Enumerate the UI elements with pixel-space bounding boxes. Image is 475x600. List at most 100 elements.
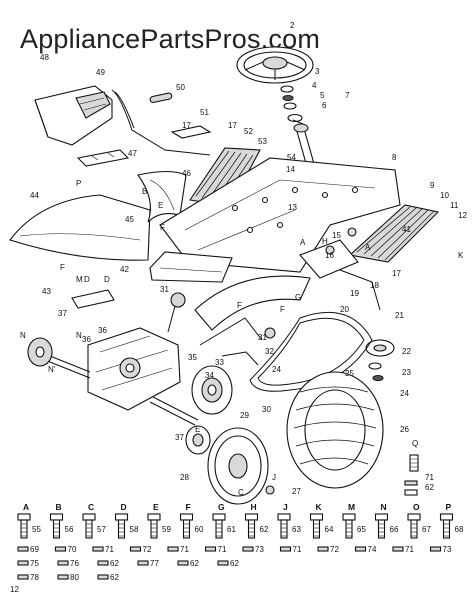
- hardware-number: 59: [162, 525, 171, 534]
- bolt-27: [265, 485, 275, 495]
- svg-text:E: E: [158, 201, 163, 210]
- nut-shape: [167, 546, 179, 552]
- nut-shape: [242, 546, 254, 552]
- steering-wheel: [236, 46, 314, 84]
- svg-text:26: 26: [400, 425, 409, 434]
- svg-text:C: C: [238, 488, 244, 497]
- bolt-head: [244, 513, 259, 521]
- svg-text:30: 30: [262, 405, 271, 414]
- pedal-right: [348, 204, 440, 263]
- svg-text:Q: Q: [412, 439, 418, 448]
- svg-text:24: 24: [400, 389, 409, 398]
- nut-shape: [57, 574, 69, 580]
- svg-text:62: 62: [425, 483, 434, 492]
- hardware-item-p: P68: [439, 502, 464, 539]
- bolt-head: [212, 513, 226, 521]
- bolt-head: [179, 513, 194, 521]
- svg-text:G: G: [295, 293, 301, 302]
- hardware-extra-number: 71: [293, 545, 302, 554]
- hardware-extra-number: 77: [150, 559, 159, 568]
- svg-text:4: 4: [312, 81, 317, 90]
- hardware-extra-number: 71: [180, 545, 189, 554]
- hardware-letter: G: [218, 502, 225, 512]
- hardware-extra-number: 72: [330, 545, 339, 554]
- bolt-head: [147, 513, 161, 521]
- svg-text:5: 5: [320, 91, 325, 100]
- svg-text:B: B: [142, 187, 147, 196]
- bolt-shank: [215, 519, 223, 539]
- bolt-shank: [85, 519, 93, 539]
- hardware-number: 66: [390, 525, 399, 534]
- corner-number: 12: [10, 585, 19, 594]
- hardware-letter: C: [88, 502, 94, 512]
- hardware-extra-number: 71: [218, 545, 227, 554]
- bolt-head: [82, 513, 96, 521]
- hardware-item-n: N 66: [374, 502, 399, 539]
- svg-text:48: 48: [40, 53, 49, 62]
- bolt-head: [439, 513, 454, 521]
- hardware-extra-number: 73: [443, 545, 452, 554]
- nut-shape: [317, 546, 329, 552]
- bolt-head: [407, 513, 421, 521]
- hardware-extra-number: 70: [68, 545, 77, 554]
- bolt-head: [309, 513, 324, 521]
- front-axle-bracket: [299, 227, 381, 311]
- seat-bracket: [137, 170, 187, 223]
- hardware-number: 62: [260, 525, 269, 534]
- hardware-item-c: C57: [82, 502, 106, 539]
- svg-text:D: D: [84, 275, 90, 284]
- nut-shape: [217, 560, 229, 566]
- control-lever: [111, 89, 211, 156]
- svg-text:47: 47: [128, 149, 137, 158]
- bolt-shank: [345, 519, 353, 539]
- tire: [286, 371, 384, 489]
- fender-rear: [194, 275, 311, 331]
- svg-text:28: 28: [180, 473, 189, 482]
- svg-text:33: 33: [215, 358, 224, 367]
- shift-linkage: [199, 317, 276, 366]
- svg-text:6: 6: [322, 101, 327, 110]
- bolt-shank: [117, 519, 126, 539]
- hardware-item-a: A55: [17, 502, 41, 539]
- bracket-43: [71, 289, 115, 309]
- bolt-shank: [410, 519, 418, 539]
- hardware-number: 55: [32, 525, 41, 534]
- svg-text:11: 11: [450, 201, 459, 210]
- nut-shape: [17, 546, 29, 552]
- part-labels: 2 3 4 5 6 7 8 9 10 11 12 13 14 15 16 17 …: [30, 21, 467, 496]
- hardware-number: 60: [195, 525, 204, 534]
- nut-shape: [354, 546, 367, 552]
- bolt-shank: [150, 519, 158, 539]
- hardware-extra-number: 76: [70, 559, 79, 568]
- hardware-number: 65: [357, 525, 366, 534]
- hardware-item-e: E59: [147, 502, 171, 539]
- svg-text:36: 36: [98, 326, 107, 335]
- steering-hardware-stack: [280, 85, 304, 125]
- bolt-shank: [312, 519, 321, 539]
- svg-text:D: D: [104, 275, 110, 284]
- svg-text:A: A: [300, 238, 306, 247]
- bolt-head: [49, 513, 64, 521]
- hardware-extra-number: 74: [368, 545, 377, 554]
- svg-text:H: H: [322, 237, 328, 246]
- bolt-shank: [247, 519, 256, 539]
- bolt-shank: [182, 519, 191, 539]
- svg-text:N': N': [48, 365, 56, 374]
- svg-text:14: 14: [286, 165, 295, 174]
- hardware-item-d: D58: [114, 502, 139, 539]
- svg-text:53: 53: [258, 137, 267, 146]
- hardware-letter: N: [381, 502, 387, 512]
- bolt-head: [17, 513, 31, 521]
- hardware-number: 63: [292, 525, 301, 534]
- svg-text:22: 22: [402, 347, 411, 356]
- svg-text:10: 10: [440, 191, 449, 200]
- nut-shape: [129, 546, 142, 552]
- hardware-letter: D: [121, 502, 127, 512]
- nut-shape: [279, 546, 292, 552]
- svg-text:37: 37: [58, 309, 67, 318]
- frame-chassis: [159, 157, 401, 273]
- hub-37: [185, 425, 211, 455]
- svg-text:31: 31: [258, 333, 267, 342]
- drive-belt: [249, 311, 373, 392]
- hardware-letter: J: [283, 502, 288, 512]
